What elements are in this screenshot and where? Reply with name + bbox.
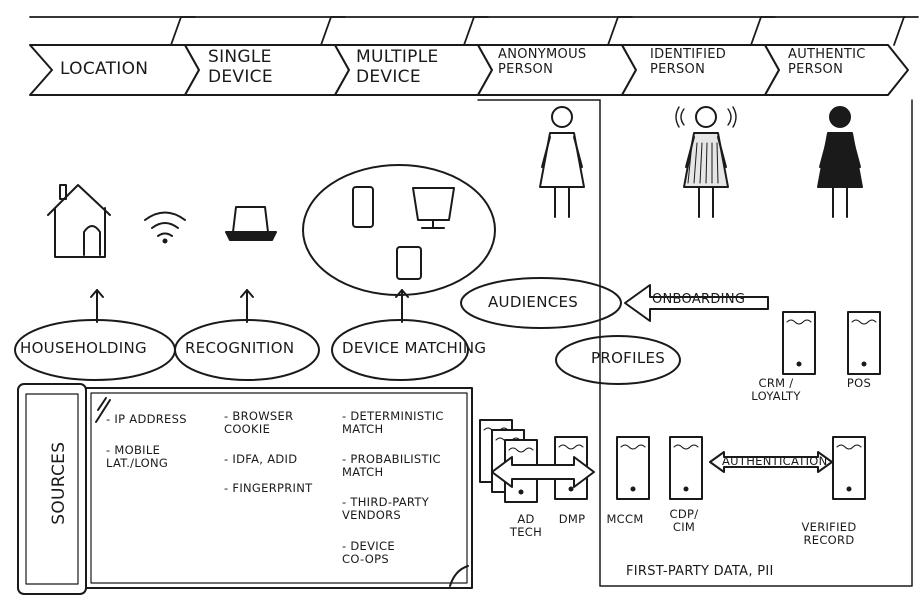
method-householding: HOUSEHOLDING	[20, 339, 147, 357]
source-item: - FINGERPRINT	[224, 481, 313, 495]
step-label-single-device: SINGLE DEVICE	[208, 47, 273, 87]
person-dress	[817, 132, 863, 188]
server-led	[861, 361, 867, 367]
sources-scroll-inner	[25, 393, 79, 585]
server-line	[558, 444, 584, 450]
identified-person-icon	[675, 106, 737, 218]
person-dress	[539, 132, 585, 188]
chimney-icon	[59, 184, 67, 200]
server-label-mccm: MCCM	[606, 512, 644, 526]
source-item: - IP ADDRESS	[106, 412, 187, 426]
server-label-ad-tech: AD TECH	[509, 512, 543, 540]
method-oval-recognition	[174, 319, 320, 381]
laptop-base-icon	[225, 231, 277, 241]
person-head	[695, 106, 717, 128]
onboarding-arrow	[624, 284, 769, 322]
server-led	[683, 486, 689, 492]
step-label-anonymous-person: ANONYMOUS PERSON	[498, 47, 587, 77]
person-arm-right	[573, 136, 583, 168]
mccm-server-icon	[616, 436, 650, 500]
step-label-identified-person: IDENTIFIED PERSON	[650, 47, 727, 77]
step-label-location: LOCATION	[60, 59, 149, 79]
server-line	[620, 444, 646, 450]
first-party-label: FIRST-PARTY DATA, PII	[626, 564, 774, 579]
source-item: - PROBABILISTIC MATCH	[342, 452, 441, 480]
fuzzy-lines	[675, 106, 737, 128]
multiple-device-circle	[302, 164, 496, 296]
server-led	[796, 361, 802, 367]
sources-scroll	[17, 383, 87, 595]
chevron-authentic-person	[764, 44, 909, 96]
sources-board-inner	[90, 392, 468, 584]
house-icon	[47, 184, 111, 258]
person-arm-left	[685, 136, 695, 168]
verified-record-server-icon	[832, 436, 866, 500]
authentication-label: AUTHENTICATION	[722, 454, 828, 468]
person-arm-right	[717, 136, 727, 168]
pos-server-icon	[847, 311, 881, 375]
server-line	[508, 447, 534, 453]
tablet-icon	[396, 246, 422, 280]
server-led	[846, 486, 852, 492]
profiles-label: PROFILES	[591, 349, 666, 367]
server-box	[832, 436, 866, 500]
wifi-dot	[162, 238, 168, 244]
server-led	[568, 486, 574, 492]
server-label-verified-record: VERIFIED RECORD	[801, 520, 857, 548]
source-item: - BROWSER COOKIE	[224, 409, 294, 437]
board-corner-curl	[449, 565, 469, 587]
person-arm-left	[541, 136, 551, 168]
method-device-matching: DEVICE MATCHING	[342, 339, 487, 357]
source-item: - THIRD-PARTY VENDORS	[342, 495, 430, 523]
onboarding-label: ONBOARDING	[652, 292, 746, 307]
step-label-authentic-person: AUTHENTIC PERSON	[788, 47, 866, 77]
audiences-oval	[460, 277, 622, 329]
audiences-label: AUDIENCES	[488, 293, 579, 311]
server-label-pos: POS	[846, 376, 872, 390]
method-oval-device-matching	[331, 319, 469, 381]
method-recognition: RECOGNITION	[185, 339, 295, 357]
board-corner-mark	[95, 397, 111, 423]
ad-dmp-double-arrow	[491, 456, 595, 488]
profiles-oval	[555, 335, 681, 385]
person-hatch	[687, 142, 693, 184]
wifi-icon	[144, 211, 186, 237]
server-line	[851, 319, 877, 325]
person-hatch	[716, 142, 719, 184]
server-line	[836, 444, 862, 450]
source-item: - MOBILE LAT./LONG	[106, 443, 169, 471]
source-item: - IDFA, ADID	[224, 452, 298, 466]
house-door-icon	[83, 225, 101, 256]
server-label-cdp-cim: CDP/ CIM	[669, 507, 699, 535]
cdp-cim-server-icon	[669, 436, 703, 500]
phone-icon	[352, 186, 374, 228]
server-line	[786, 319, 812, 325]
first-party-boundary	[599, 99, 913, 587]
authentication-double-arrow	[709, 451, 833, 473]
householding-arrow-head	[90, 289, 104, 298]
person-hatch	[693, 142, 698, 184]
server-label-dmp: DMP	[558, 512, 586, 526]
recognition-arrow-head	[240, 289, 254, 298]
server-label-crm-loyalty: CRM / LOYALTY	[751, 376, 801, 404]
person-arm-left	[819, 136, 829, 168]
server-led	[630, 486, 636, 492]
crm-loyalty-server-icon	[782, 311, 816, 375]
person-head	[829, 106, 851, 128]
monitor-icon	[412, 187, 455, 221]
person-hatch	[705, 142, 708, 184]
anonymous-person-icon	[539, 106, 585, 218]
server-line	[673, 444, 699, 450]
source-item: - DEVICE CO-OPS	[342, 539, 395, 567]
person-hatch	[699, 142, 703, 184]
sources-title: SOURCES	[49, 441, 70, 525]
source-item: - DETERMINISTIC MATCH	[342, 409, 444, 437]
person-head	[551, 106, 573, 128]
step-label-multiple-device: MULTIPLE DEVICE	[356, 47, 439, 87]
authentic-person-icon	[817, 106, 863, 218]
server-led	[518, 489, 524, 495]
person-arm-right	[851, 136, 861, 168]
